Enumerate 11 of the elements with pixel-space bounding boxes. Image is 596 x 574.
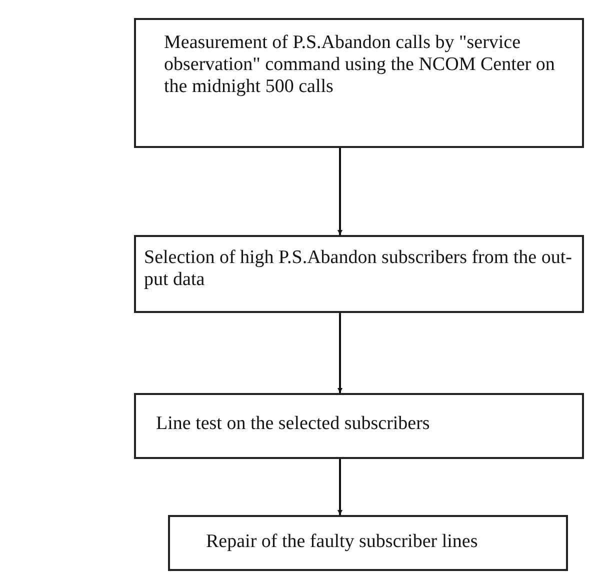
box-text: Repair of the faulty subscriber lines	[206, 531, 479, 553]
arrow	[338, 313, 342, 393]
process-box	[134, 235, 584, 313]
box-text: Line test on the selected subscribers	[156, 413, 431, 435]
box-text: Measurement of P.S.Abandon calls by "service observation" command using the NCOM Center on the midnight 500 calls	[164, 32, 556, 98]
process-box	[168, 515, 568, 571]
box-text: Selection of high P.S.Abandon subscribers from the out-put data	[144, 247, 573, 291]
process-box	[134, 393, 584, 459]
arrow	[338, 148, 342, 235]
arrow	[338, 459, 342, 515]
process-box	[134, 18, 584, 148]
